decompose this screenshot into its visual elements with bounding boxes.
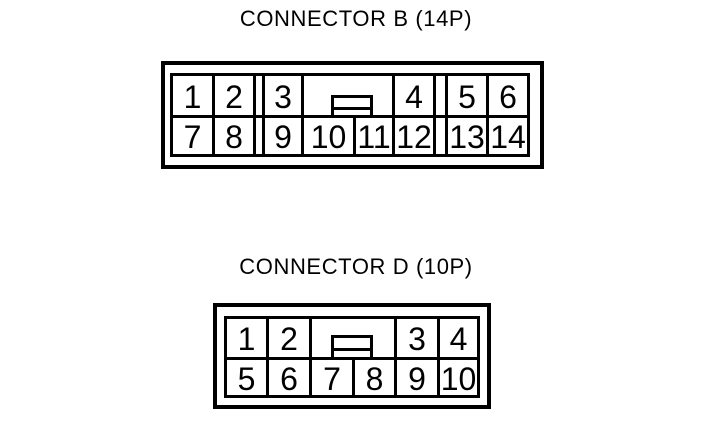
connector-d-pin-5: 5 (224, 357, 269, 398)
connector-b-pin-1: 1 (170, 73, 215, 118)
connector-b-pin-11: 11 (353, 115, 395, 157)
connector-b-pin-6: 6 (486, 73, 530, 118)
connector-b-pin-12: 12 (392, 115, 436, 157)
connector-b-title: CONNECTOR B (14P) (239, 6, 473, 31)
connector-d-title: CONNECTOR D (10P) (239, 254, 473, 279)
connector-b-pin-7: 7 (170, 115, 215, 157)
connector-d-key-tab-divider (334, 348, 370, 351)
connector-b-pin-14: 14 (486, 115, 530, 157)
connector-d-pin-2: 2 (266, 316, 312, 360)
connector-d-key-tab (331, 335, 373, 360)
connector-d-pin-9: 9 (394, 357, 440, 398)
connector-b-pin-3: 3 (262, 73, 304, 118)
connector-b-key-tab (331, 95, 373, 118)
connector-b-pin-8: 8 (212, 115, 256, 157)
connector-b-pin-2: 2 (212, 73, 256, 118)
connector-b-pin-4: 4 (392, 73, 436, 118)
connector-b-pin-5: 5 (445, 73, 489, 118)
connector-d-pin-8: 8 (352, 357, 397, 398)
connector-b-key-tab-divider (334, 107, 370, 110)
connector-d-pin-4: 4 (437, 316, 480, 360)
connector-d-pin-3: 3 (394, 316, 440, 360)
connector-d-pin-1: 1 (224, 316, 269, 360)
connector-b-pin-9: 9 (262, 115, 304, 157)
connector-d-pin-6: 6 (266, 357, 312, 398)
connector-b-pin-13: 13 (445, 115, 489, 157)
connector-d-pin-10: 10 (437, 357, 480, 398)
connector-b-pin-10: 10 (301, 115, 356, 157)
connector-d-pin-7: 7 (309, 357, 355, 398)
